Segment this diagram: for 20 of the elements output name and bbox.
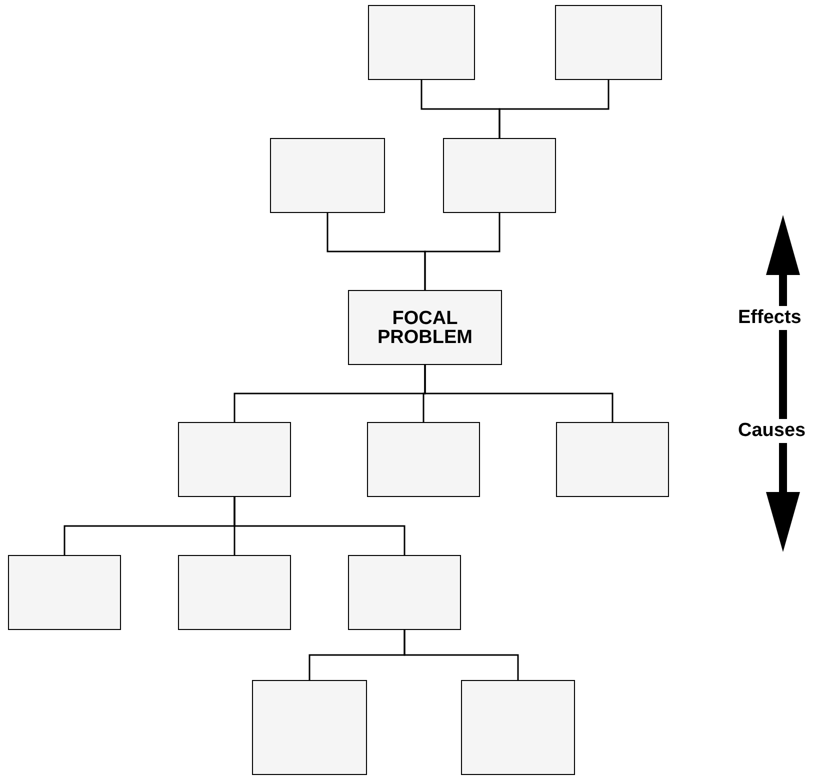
connector-line	[404, 630, 519, 680]
empty-box	[178, 555, 291, 630]
empty-box	[443, 138, 556, 213]
empty-box	[348, 555, 461, 630]
direction-label: Causes	[736, 419, 808, 443]
problem-box: FOCAL PROBLEM	[348, 290, 502, 365]
connector-line	[424, 365, 614, 422]
empty-box	[461, 680, 575, 775]
empty-box	[178, 422, 291, 497]
connector-line	[424, 213, 500, 290]
connector-line	[234, 497, 406, 555]
empty-box	[555, 5, 662, 80]
empty-box	[368, 5, 475, 80]
empty-box	[8, 555, 121, 630]
empty-box	[367, 422, 480, 497]
direction-label: Effects	[736, 306, 804, 330]
empty-box	[556, 422, 669, 497]
empty-box	[252, 680, 367, 775]
empty-box	[270, 138, 385, 213]
connector-line	[498, 80, 610, 138]
